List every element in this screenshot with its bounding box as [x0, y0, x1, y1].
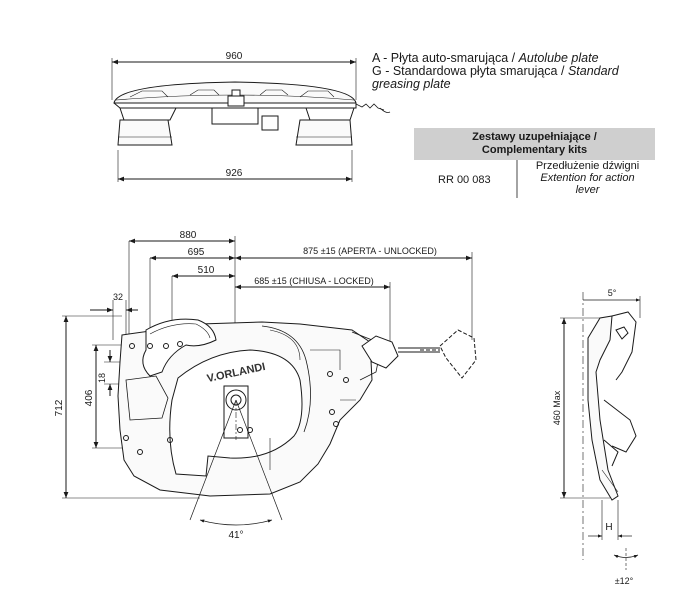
- dim-angle-41: 41°: [228, 530, 243, 541]
- dim-18: 18: [97, 373, 107, 383]
- kits-header-line2: Complementary kits: [481, 144, 588, 156]
- legend-a-en: Autolube plate: [518, 51, 599, 65]
- dim-angle-5: 5°: [608, 288, 617, 298]
- kits-header: Zestawy uzupełniające / Complementary ki…: [414, 128, 655, 160]
- kit-desc-pl: Przedłużenie dźwigni: [535, 160, 640, 172]
- legend-line-g2: greasing plate: [372, 77, 451, 91]
- dim-406: 406: [84, 389, 95, 406]
- dim-695: 695: [188, 247, 205, 258]
- kit-desc-en2: lever: [575, 184, 600, 196]
- side-view-right: [560, 292, 641, 570]
- kit-description: Przedłużenie dźwigni Extention for actio…: [520, 160, 655, 196]
- legend-line-g: G - Standardowa płyta smarująca / Standa…: [372, 65, 619, 78]
- dim-top-width: 960: [226, 51, 243, 62]
- dim-h: H: [605, 522, 612, 533]
- dim-tilt-12: ±12°: [615, 576, 634, 586]
- dim-510: 510: [198, 265, 215, 276]
- dim-32: 32: [113, 292, 123, 302]
- kit-desc-en1: Extention for action: [540, 172, 635, 184]
- legend-g-prefix: G - Standardowa płyta smarująca /: [372, 64, 568, 78]
- dim-locked: 685 ±15 (CHIUSA - LOCKED): [254, 276, 373, 286]
- legend-a-prefix: A - Płyta auto-smarująca /: [372, 51, 519, 65]
- dim-unlocked: 875 ±15 (APERTA - UNLOCKED): [303, 246, 437, 256]
- side-view-top: [111, 58, 391, 182]
- kits-header-line1: Zestawy uzupełniające /: [472, 131, 597, 143]
- kit-code: RR 00 083: [438, 174, 491, 186]
- legend: A - Płyta auto-smarująca / Autolube plat…: [372, 52, 619, 91]
- legend-line-a: A - Płyta auto-smarująca / Autolube plat…: [372, 52, 619, 65]
- legend-g-en: Standard: [567, 64, 619, 78]
- plan-view: [62, 236, 477, 526]
- dim-712: 712: [54, 399, 65, 416]
- dim-460-max: 460 Max: [552, 390, 562, 425]
- dim-880: 880: [180, 230, 197, 241]
- dim-base-width: 926: [226, 168, 243, 179]
